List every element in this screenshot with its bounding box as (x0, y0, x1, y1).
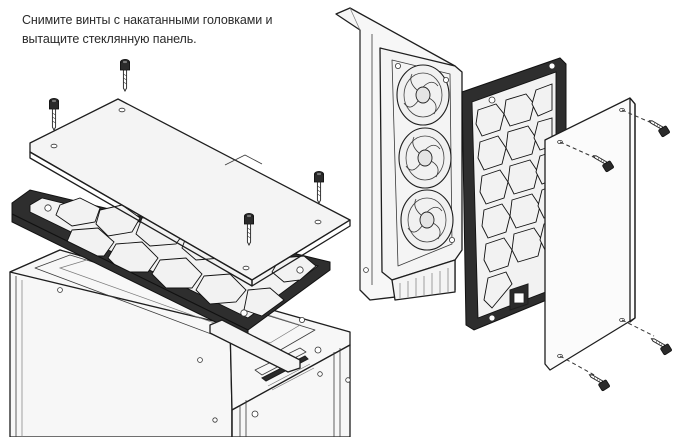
front-fan-3 (400, 189, 454, 251)
case-front-fan-frame (335, 7, 463, 301)
front-fan-1 (396, 64, 450, 126)
case-body (9, 249, 351, 437)
caption-line-1: Снимите винты с накатанными головками и (22, 13, 273, 27)
instruction-caption: Снимите винты с накатанными головками и … (22, 11, 273, 49)
front-honeycomb-grille (461, 57, 567, 331)
front-glass-panel (544, 97, 636, 371)
caption-line-2: вытащите стеклянную панель. (22, 32, 197, 46)
top-honeycomb-grille (11, 189, 331, 373)
top-glass-panel (29, 98, 351, 287)
front-fan-2 (398, 127, 452, 189)
